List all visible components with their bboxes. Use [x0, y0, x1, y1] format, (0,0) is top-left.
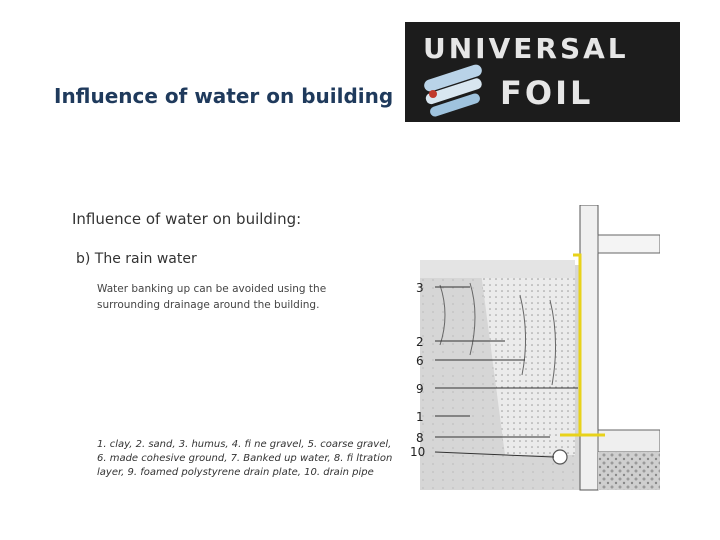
drainage-note: Water banking up can be avoided using th…: [97, 283, 327, 311]
gravel-layer: [598, 452, 660, 490]
humus-layer: [420, 260, 575, 278]
section-subheading: b) The rain water: [76, 251, 197, 267]
diagram-label-6: 6: [416, 354, 424, 368]
diagram-label-2: 2: [416, 335, 424, 349]
basement-floor: [597, 429, 660, 453]
building-wall: [579, 205, 599, 491]
diagram-label-8: 8: [416, 431, 424, 445]
floor-slab: [597, 234, 660, 254]
diagram-label-9: 9: [416, 382, 424, 396]
drain-plate: [560, 253, 582, 437]
drainage-diagram: 3 2 6 9 1 8 10: [410, 205, 660, 491]
foil-rolls-icon: [424, 64, 482, 117]
legend-text: 1. clay, 2. sand, 3. humus, 4. fi ne gra…: [97, 439, 393, 478]
page-title: Influence of water on building: [54, 84, 394, 108]
diagram-label-10: 10: [410, 445, 425, 459]
logo-line2: FOIL: [500, 74, 594, 112]
sand-backfill: [480, 265, 575, 455]
drain-pipe: [552, 449, 568, 465]
brand-logo: UNIVERSAL FOIL: [405, 22, 680, 122]
logo-line1: UNIVERSAL: [423, 32, 629, 65]
diagram-label-1: 1: [416, 410, 424, 424]
diagram-label-3: 3: [416, 281, 424, 295]
section-heading: Influence of water on building:: [72, 210, 302, 228]
